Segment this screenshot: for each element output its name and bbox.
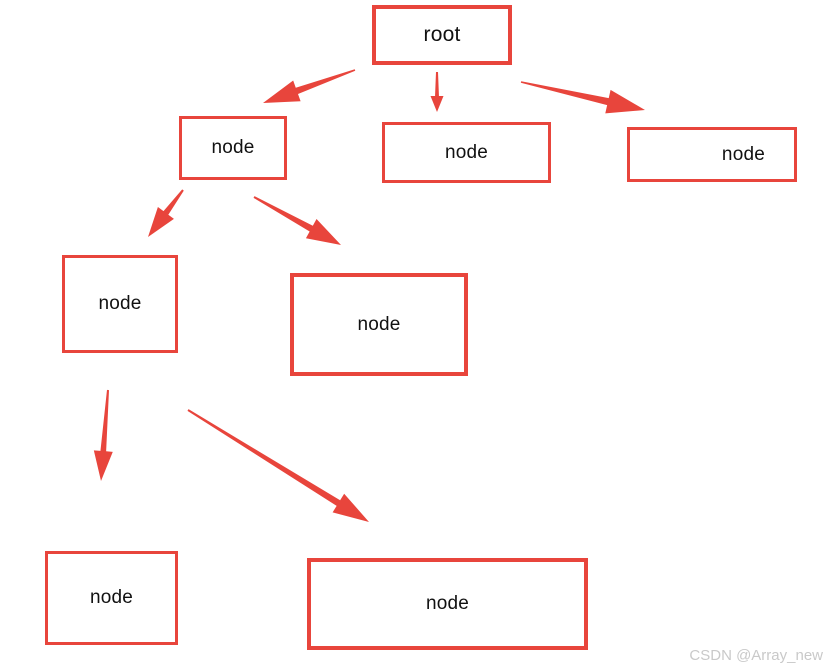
arrow-n4-to-n6 xyxy=(93,389,113,481)
node-label: node xyxy=(357,313,401,335)
node-box-n1[interactable]: node xyxy=(179,116,287,180)
node-label: root xyxy=(423,23,461,46)
arrow-root-to-n1 xyxy=(263,69,356,103)
node-label: node xyxy=(425,593,470,614)
node-box-n5[interactable]: node xyxy=(290,273,468,376)
node-label: node xyxy=(721,143,765,165)
node-box-root[interactable]: root xyxy=(372,5,512,65)
node-box-n4[interactable]: node xyxy=(62,255,178,353)
node-box-n6[interactable]: node xyxy=(45,551,178,645)
node-box-n7[interactable]: node xyxy=(307,558,588,650)
watermark: CSDN @Array_new xyxy=(689,647,823,664)
arrow-n1-to-n5 xyxy=(253,196,341,245)
arrow-root-to-n3 xyxy=(520,81,645,114)
node-label: node xyxy=(98,293,142,314)
node-box-n2[interactable]: node xyxy=(382,122,551,183)
node-box-n3[interactable]: node xyxy=(627,127,797,182)
arrow-root-to-n2 xyxy=(430,72,444,112)
arrow-n1-to-n4 xyxy=(148,189,184,237)
node-label: node xyxy=(444,141,489,163)
arrow-n4-to-n7 xyxy=(187,409,369,522)
node-label: node xyxy=(211,137,255,158)
node-label: node xyxy=(89,587,134,608)
